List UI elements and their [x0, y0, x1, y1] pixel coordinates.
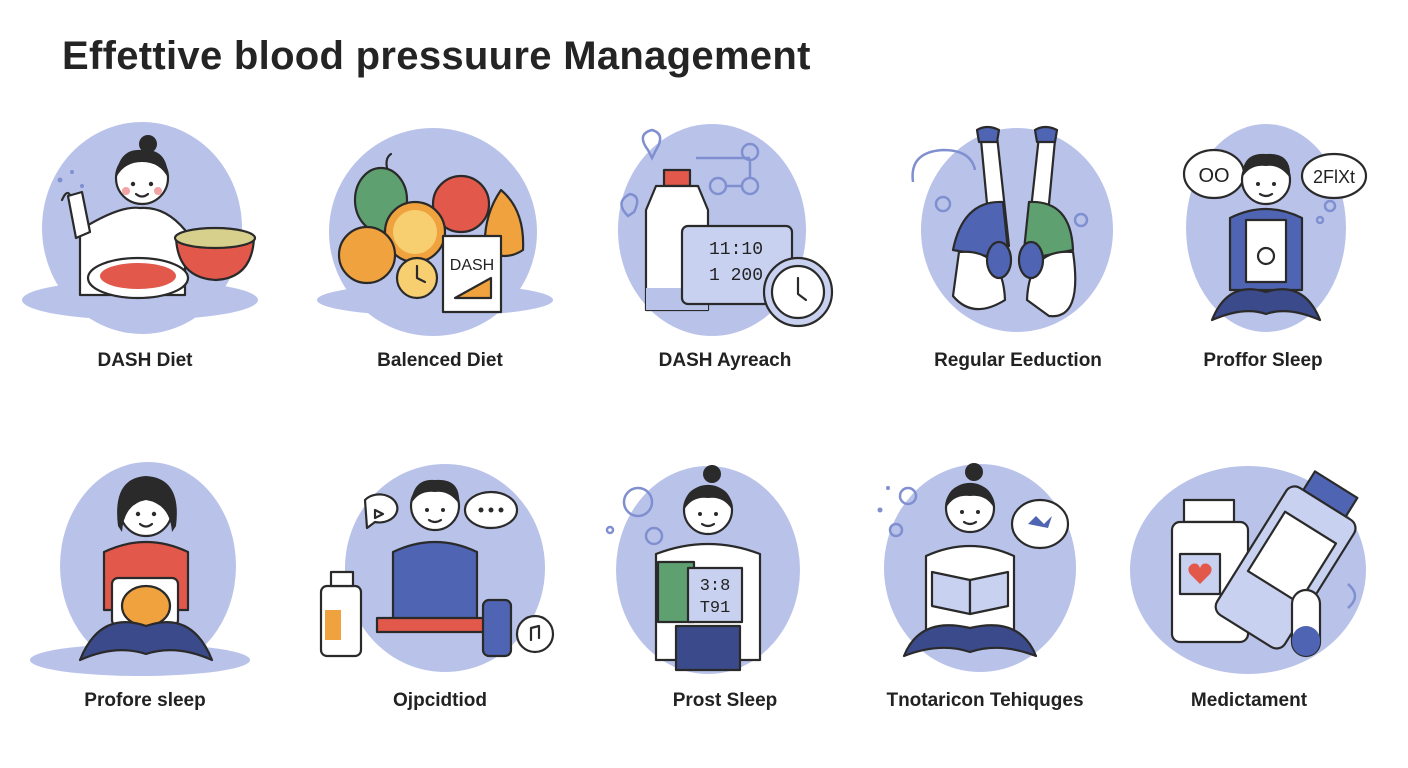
woman-with-meal-icon [22, 122, 258, 334]
card-label: Balenced Diet [377, 350, 503, 371]
card-dash-diet: DASH Diet [20, 120, 270, 420]
card-medicament: Medictament [1124, 460, 1374, 760]
dash-box-text: DASH [450, 257, 494, 274]
bubble-left-text: OO [1198, 165, 1229, 187]
monitor-line-1: 11:10 [709, 240, 763, 260]
card-profore-sleep: Profore sleep [20, 460, 270, 760]
woman-with-tablet-icon: 3:8 T91 [605, 465, 800, 674]
card-label: Regular Eeduction [934, 350, 1102, 371]
card-balanced-diet: DASH Balenced Diet [315, 120, 565, 420]
card-label: Proffor Sleep [1203, 350, 1323, 371]
woman-reading-icon [877, 463, 1076, 672]
card-relaxation-techniques: Tnotaricon Tehiquges [860, 460, 1110, 760]
card-label: Tnotaricon Tehiquges [886, 690, 1084, 711]
card-label: Profore sleep [84, 690, 206, 711]
legs-exercise-icon [911, 125, 1113, 332]
medicine-bottles-icon [1130, 466, 1366, 674]
man-with-weights-icon [319, 464, 555, 672]
card-label: Prost Sleep [672, 690, 778, 711]
tablet-line-2: T91 [700, 599, 731, 618]
card-label: DASH Ayreach [658, 350, 792, 371]
card-label: Medictament [1190, 690, 1308, 711]
card-label: Ojpcidtiod [393, 690, 487, 711]
card-prost-sleep: 3:8 T91 Prost Sleep [600, 460, 850, 760]
bubble-right-text: 2FlXt [1313, 167, 1355, 187]
card-ojpcidtiod: Ojpcidtiod [315, 460, 565, 760]
page-title: Effettive blood pressuure Management [62, 34, 811, 78]
woman-holding-food-icon [30, 462, 250, 676]
monitor-line-2: 1 200 [709, 266, 763, 286]
fruits-and-dash-box-icon: DASH [317, 128, 553, 336]
bottle-and-monitor-icon: 11:10 1 200 [618, 124, 834, 336]
card-proper-sleep: OO 2FlXt Proffor Sleep [1138, 120, 1388, 420]
card-regular-education: Regular Eeduction [893, 120, 1143, 420]
tablet-line-1: 3:8 [700, 577, 731, 596]
card-label: DASH Diet [97, 350, 193, 371]
card-dash-approach: 11:10 1 200 DASH Ayreach [600, 120, 850, 420]
person-thinking-icon: OO 2FlXt [1182, 124, 1368, 332]
